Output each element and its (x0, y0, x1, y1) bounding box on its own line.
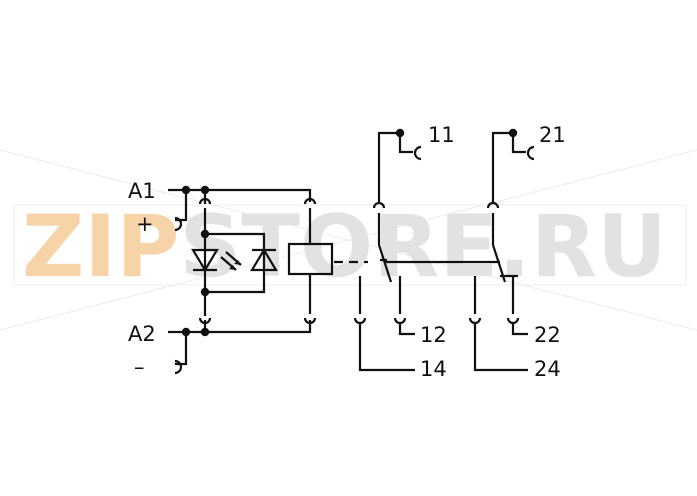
label-minus: – (134, 355, 145, 379)
label-a2: A2 (128, 322, 156, 346)
label-21: 21 (539, 123, 566, 147)
label-14: 14 (420, 357, 447, 381)
minus-terminal-hook (174, 359, 183, 375)
led-diode-block (191, 208, 278, 316)
contact-set-1 (358, 128, 422, 372)
watermark-zip: ZIP (22, 197, 179, 297)
label-22: 22 (534, 323, 561, 347)
diode-icon (250, 247, 278, 272)
watermark: ZIPSTORE.RU (0, 149, 697, 331)
a2-supply (168, 320, 312, 375)
label-24: 24 (534, 357, 561, 381)
label-12: 12 (420, 323, 447, 347)
relay-coil (287, 208, 368, 314)
label-11: 11 (428, 123, 455, 147)
label-plus: + (136, 212, 154, 236)
led-icon (191, 248, 219, 273)
socket-connectors (198, 197, 520, 325)
watermark-store: STORE.RU (179, 197, 666, 297)
plus-terminal-hook (174, 216, 183, 232)
svg-text:ZIPSTORE.RU: ZIPSTORE.RU (22, 197, 667, 297)
label-a1: A1 (128, 179, 156, 203)
contact-set-2 (473, 128, 535, 372)
